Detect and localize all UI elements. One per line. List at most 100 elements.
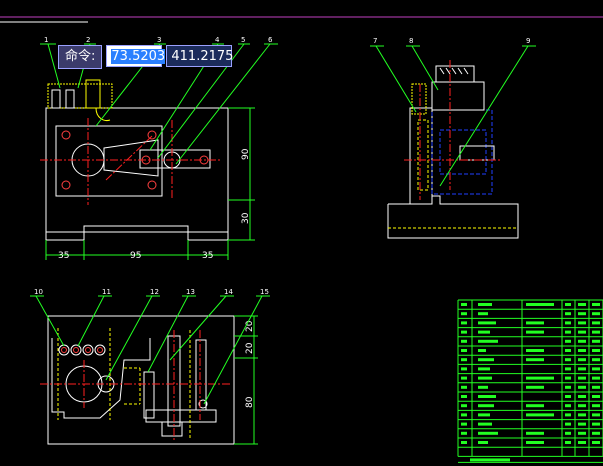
dim-plan-h2: 20	[245, 342, 255, 354]
front-screw	[85, 79, 101, 109]
table-code-mark	[578, 367, 586, 371]
table-code-mark	[578, 441, 586, 444]
plan-callouts: 10 11 12 13 14 15	[30, 288, 270, 405]
dim-plan-h3: 80	[245, 396, 255, 408]
callout-5: 5	[241, 36, 245, 44]
table-qty-mark	[565, 376, 571, 380]
table-index-mark	[461, 303, 467, 306]
table-code-mark	[578, 376, 586, 380]
table-material-mark	[526, 358, 544, 362]
table-material-mark	[526, 321, 544, 325]
callout-3: 3	[157, 36, 161, 44]
callout-10: 10	[34, 288, 43, 296]
front-taper	[103, 139, 159, 177]
table-qty-mark	[565, 358, 571, 362]
table-note-mark	[592, 441, 600, 444]
table-index-mark	[461, 395, 467, 398]
table-material-mark	[526, 431, 544, 435]
side-callouts: 7 8 9	[370, 37, 536, 187]
table-name-mark	[478, 321, 496, 325]
table-material-mark	[526, 330, 544, 334]
side-view	[387, 60, 519, 239]
table-code-mark	[578, 303, 586, 306]
front-pin-a	[51, 89, 61, 109]
table-index-mark	[461, 330, 467, 334]
front-view: 35 95 35 90 30	[40, 79, 255, 261]
table-note-mark	[592, 303, 600, 306]
table-index-mark	[461, 376, 467, 380]
table-material-mark	[526, 303, 554, 306]
table-code-mark	[578, 404, 586, 408]
front-centerline-d	[105, 135, 153, 181]
table-material-mark	[526, 413, 554, 417]
table-name-mark	[478, 330, 490, 334]
table-name-mark	[478, 385, 488, 389]
table-note-mark	[592, 358, 600, 362]
table-name-mark	[478, 312, 488, 316]
table-material-mark	[526, 376, 554, 380]
table-code-mark	[578, 413, 586, 417]
table-material-mark	[526, 441, 544, 444]
callout-4: 4	[215, 36, 220, 44]
table-code-mark	[578, 321, 586, 325]
parts-list-table	[457, 299, 603, 463]
table-qty-mark	[565, 395, 571, 398]
y-coordinate-input[interactable]: 411.2175	[166, 45, 233, 67]
table-name-mark	[478, 431, 498, 435]
table-qty-mark	[565, 312, 571, 316]
table-code-mark	[578, 358, 586, 362]
table-code-mark	[578, 431, 586, 435]
table-index-mark	[461, 413, 467, 417]
table-note-mark	[592, 349, 600, 352]
table-qty-mark	[565, 422, 571, 426]
table-code-mark	[578, 330, 586, 334]
dim-front-right: 35	[202, 251, 213, 261]
front-clamp	[139, 149, 211, 169]
table-index-mark	[461, 422, 467, 426]
table-material-mark	[526, 404, 544, 408]
front-plate	[55, 125, 163, 197]
table-name-mark	[478, 395, 496, 398]
table-index-mark	[461, 367, 467, 371]
table-index-mark	[461, 321, 467, 325]
table-name-mark	[478, 303, 492, 306]
table-name-mark	[478, 413, 490, 417]
table-index-mark	[461, 385, 467, 389]
table-note-mark	[592, 321, 600, 325]
table-note-mark	[592, 395, 600, 398]
table-code-mark	[578, 385, 586, 389]
table-code-mark	[578, 339, 586, 343]
callout-1: 1	[44, 36, 48, 44]
table-name-mark	[478, 367, 490, 371]
table-qty-mark	[565, 385, 571, 389]
callout-13: 13	[186, 288, 195, 296]
table-note-mark	[592, 330, 600, 334]
table-index-mark	[461, 441, 467, 444]
callout-15: 15	[260, 288, 269, 296]
table-code-mark	[578, 422, 586, 426]
title-block-mark	[470, 458, 510, 462]
front-hook	[95, 107, 111, 121]
table-note-mark	[592, 422, 600, 426]
table-index-mark	[461, 431, 467, 435]
callout-12: 12	[150, 288, 159, 296]
table-name-mark	[478, 358, 494, 362]
callout-9: 9	[526, 37, 530, 45]
front-pin-b	[65, 89, 75, 109]
table-qty-mark	[565, 404, 571, 408]
table-qty-mark	[565, 303, 571, 306]
table-qty-mark	[565, 413, 571, 417]
x-coordinate-input[interactable]: 73.5203	[106, 45, 166, 82]
table-code-mark	[578, 312, 586, 316]
callout-14: 14	[224, 288, 233, 296]
table-name-mark	[478, 441, 488, 444]
table-code-mark	[578, 349, 586, 352]
callout-6: 6	[268, 36, 273, 44]
table-note-mark	[592, 376, 600, 380]
plan-view: 20 20 80	[40, 315, 258, 445]
table-note-mark	[592, 312, 600, 316]
callout-11: 11	[102, 288, 111, 296]
table-material-mark	[526, 349, 544, 352]
dim-front-left: 35	[58, 251, 69, 261]
